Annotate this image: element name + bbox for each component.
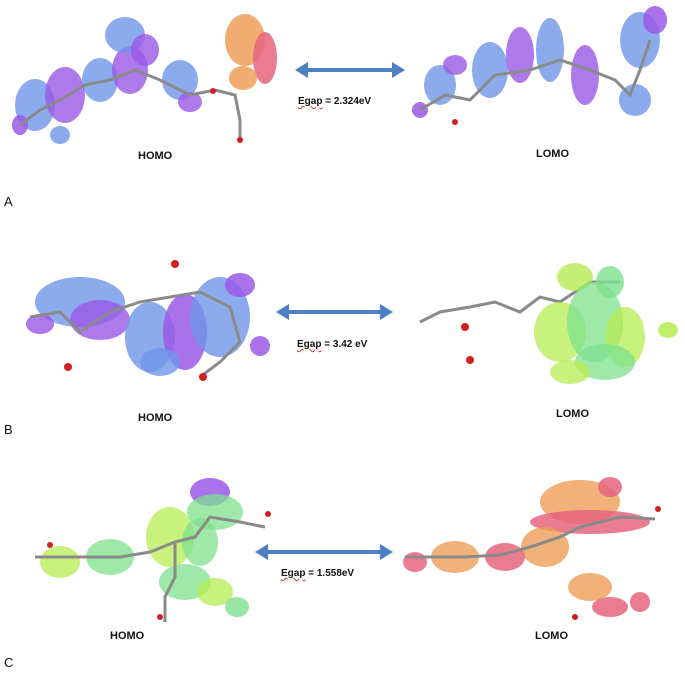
homo-orbital-a bbox=[12, 14, 277, 144]
egap-word-a: Egap bbox=[298, 96, 323, 107]
homo-label-c: HOMO bbox=[110, 630, 145, 642]
orbital-diagram-a bbox=[12, 6, 667, 144]
panel-letter-a: A bbox=[4, 194, 13, 209]
lomo-orbital-a bbox=[412, 6, 667, 125]
orbital-diagram-b bbox=[26, 260, 678, 384]
lomo-label-c: LOMO bbox=[535, 630, 568, 642]
orbital-diagram-c bbox=[35, 477, 661, 622]
egap-value-c: = 1.558eV bbox=[305, 568, 355, 579]
arrow-c bbox=[255, 544, 393, 560]
egap-word-c: Egap bbox=[281, 568, 306, 579]
panel-letter-b: B bbox=[4, 422, 13, 437]
panel-b: HOMO LOMO Egap = 3.42 eV B bbox=[0, 222, 685, 447]
lomo-orbital-b bbox=[419, 263, 678, 384]
egap-label-b: Egap = 3.42 eV bbox=[297, 339, 367, 350]
arrow-b bbox=[276, 304, 393, 320]
arrow-a bbox=[295, 62, 405, 78]
egap-value-b: = 3.42 eV bbox=[321, 339, 368, 350]
homo-orbital-b bbox=[26, 260, 270, 381]
homo-label-b: HOMO bbox=[138, 412, 173, 424]
egap-label-a: Egap = 2.324eV bbox=[298, 96, 371, 107]
panel-letter-c: C bbox=[4, 655, 14, 670]
egap-label-c: Egap = 1.558eV bbox=[281, 568, 354, 579]
egap-word-b: Egap bbox=[297, 339, 322, 350]
lomo-label-b: LOMO bbox=[556, 408, 589, 420]
panel-a: HOMO LOMO Egap = 2.324eV A bbox=[0, 0, 685, 222]
homo-orbital-c bbox=[35, 478, 271, 622]
homo-label-a: HOMO bbox=[138, 150, 173, 162]
lomo-orbital-c bbox=[403, 477, 661, 620]
lomo-label-a: LOMO bbox=[536, 148, 569, 160]
panel-c: HOMO LOMO Egap = 1.558eV C bbox=[0, 447, 685, 674]
egap-value-a: = 2.324eV bbox=[322, 96, 372, 107]
